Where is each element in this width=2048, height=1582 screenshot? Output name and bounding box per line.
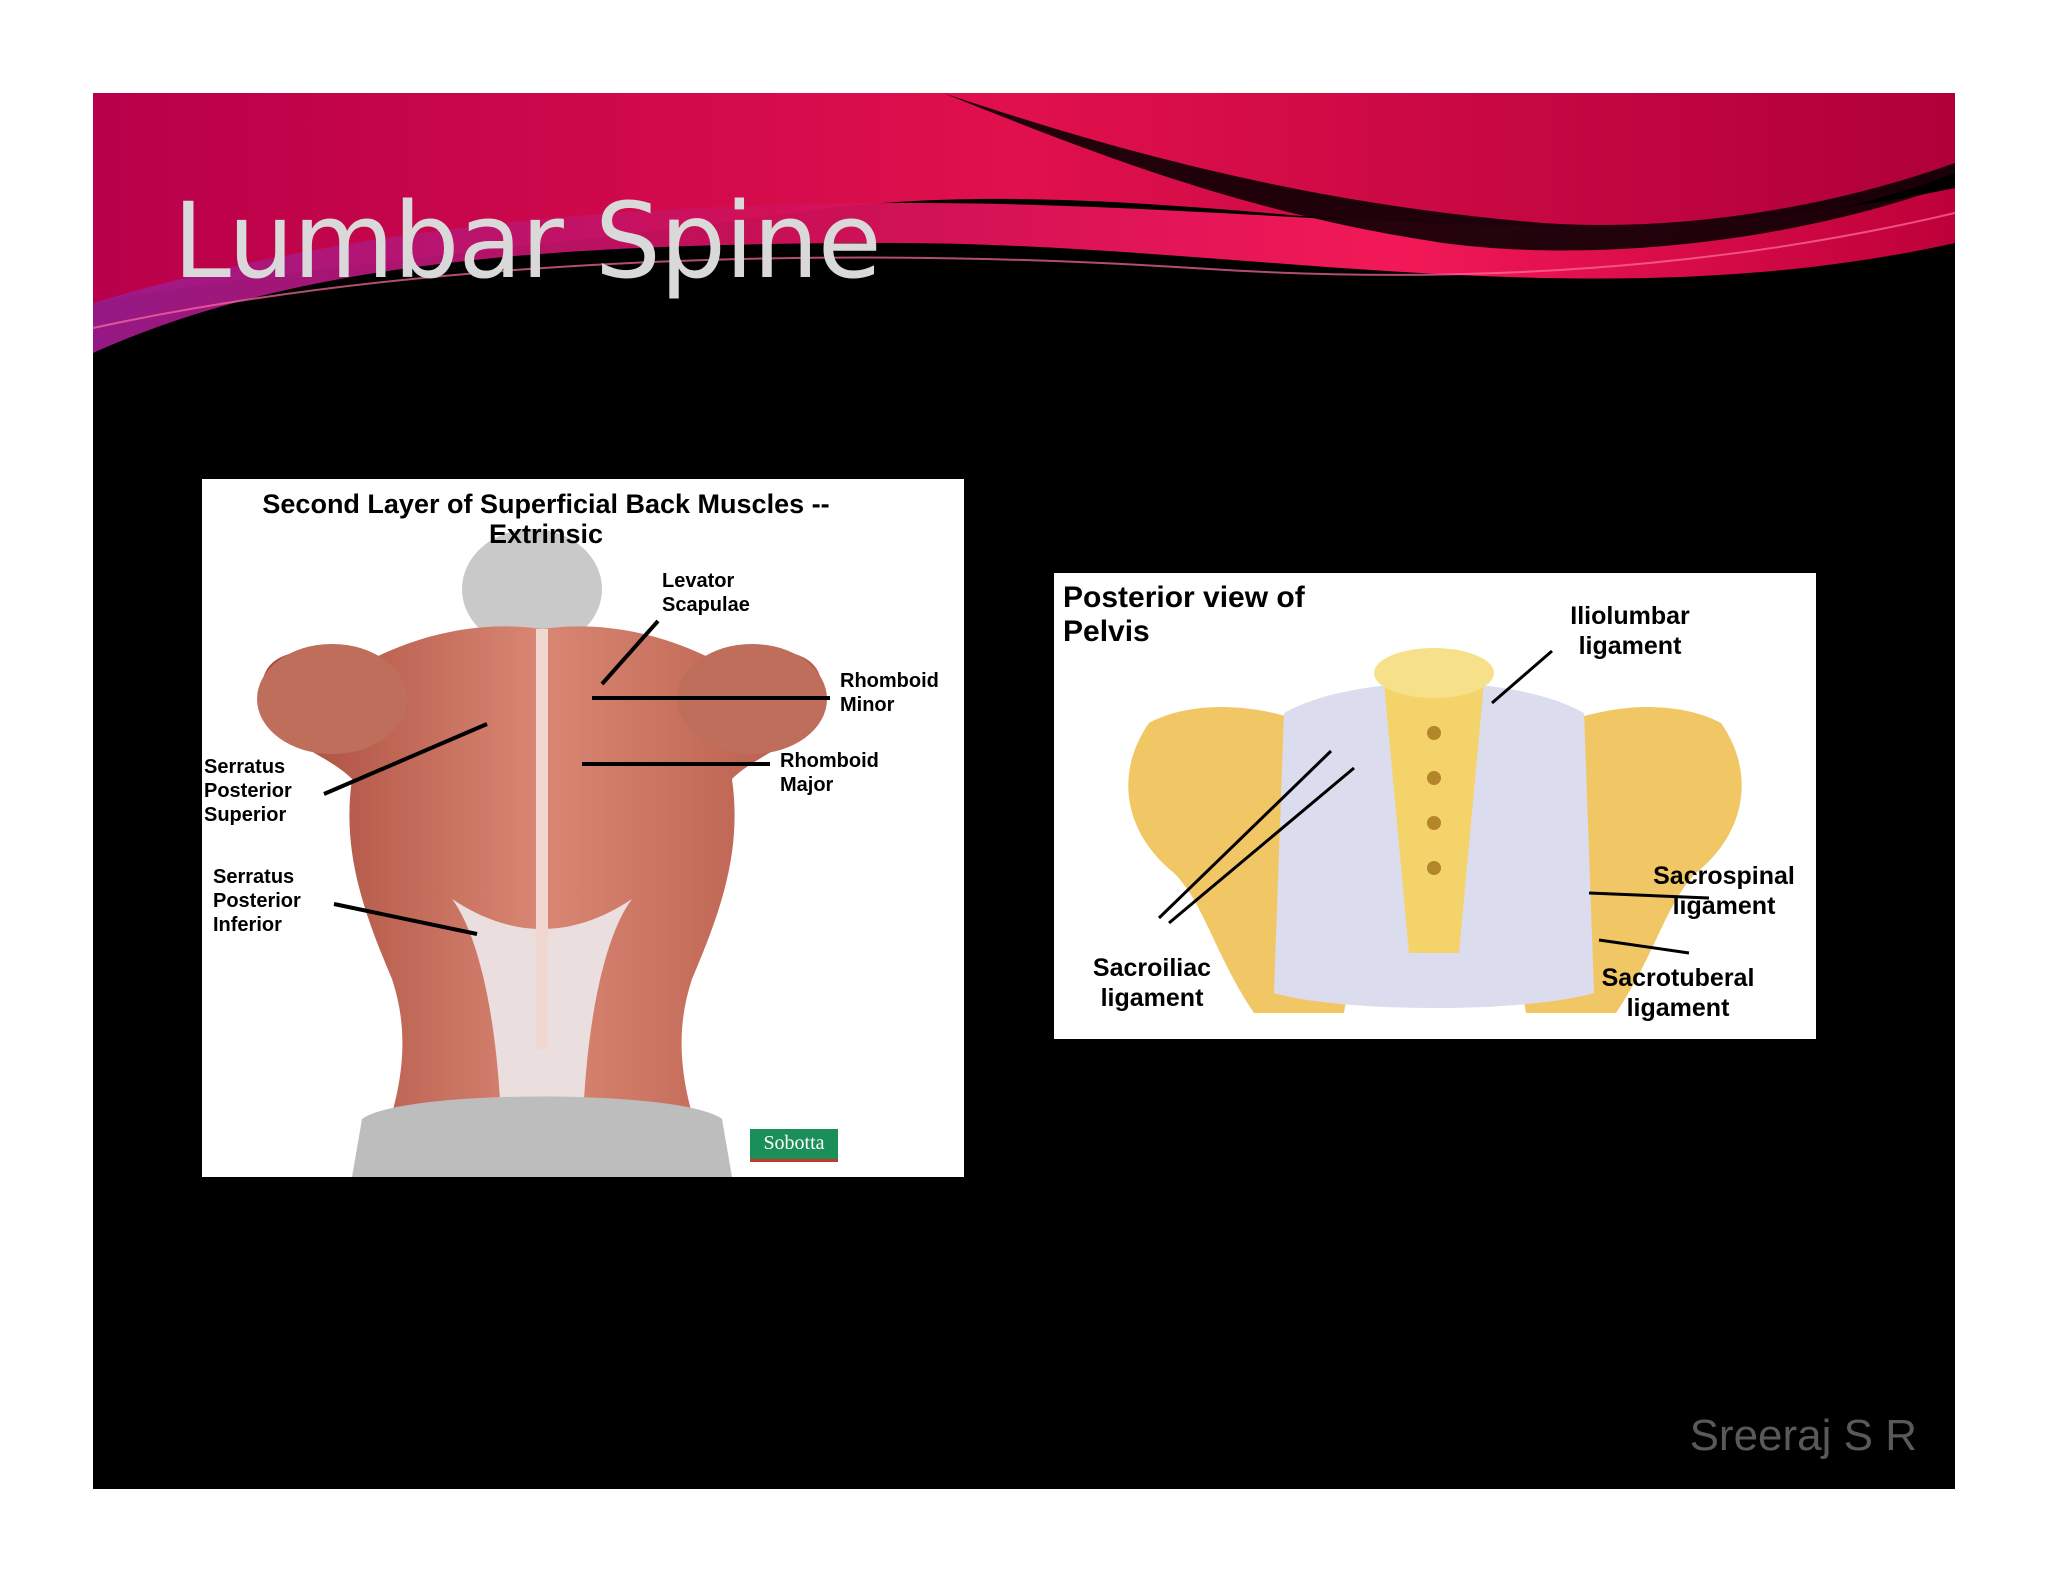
back-muscles-figure: Second Layer of Superficial Back Muscles… xyxy=(202,479,964,1177)
slide: Lumbar Spine xyxy=(93,93,1955,1489)
author-footer: Sreeraj S R xyxy=(1689,1411,1917,1460)
back-muscles-illustration xyxy=(257,529,830,1177)
pelvis-figure-title: Posterior view of Pelvis xyxy=(1063,581,1305,648)
label-rhomboid-minor: Rhomboid Minor xyxy=(840,670,939,716)
label-serratus-posterior-inferior: Serratus Posterior Inferior xyxy=(213,866,301,936)
slide-title: Lumbar Spine xyxy=(173,180,882,302)
label-sacrotuberal-ligament: Sacrotuberal ligament xyxy=(1601,964,1755,1022)
pelvis-illustration xyxy=(1128,648,1742,1013)
label-sacrospinal-ligament: Sacrospinal ligament xyxy=(1653,862,1795,920)
wave-banner xyxy=(93,93,1955,353)
label-serratus-posterior-superior: Serratus Posterior Superior xyxy=(204,756,292,826)
label-levator-scapulae: Levator Scapulae xyxy=(662,570,750,616)
label-iliolumbar-ligament: Iliolumbar ligament xyxy=(1570,602,1690,660)
sobotta-badge: Sobotta xyxy=(750,1129,838,1162)
back-figure-title: Second Layer of Superficial Back Muscles… xyxy=(262,489,830,550)
label-sacroiliac-ligament: Sacroiliac ligament xyxy=(1092,954,1212,1012)
label-rhomboid-major: Rhomboid Major xyxy=(780,750,879,796)
pelvis-figure: Posterior view of Pelvis Iliolumbar liga… xyxy=(1054,573,1816,1039)
